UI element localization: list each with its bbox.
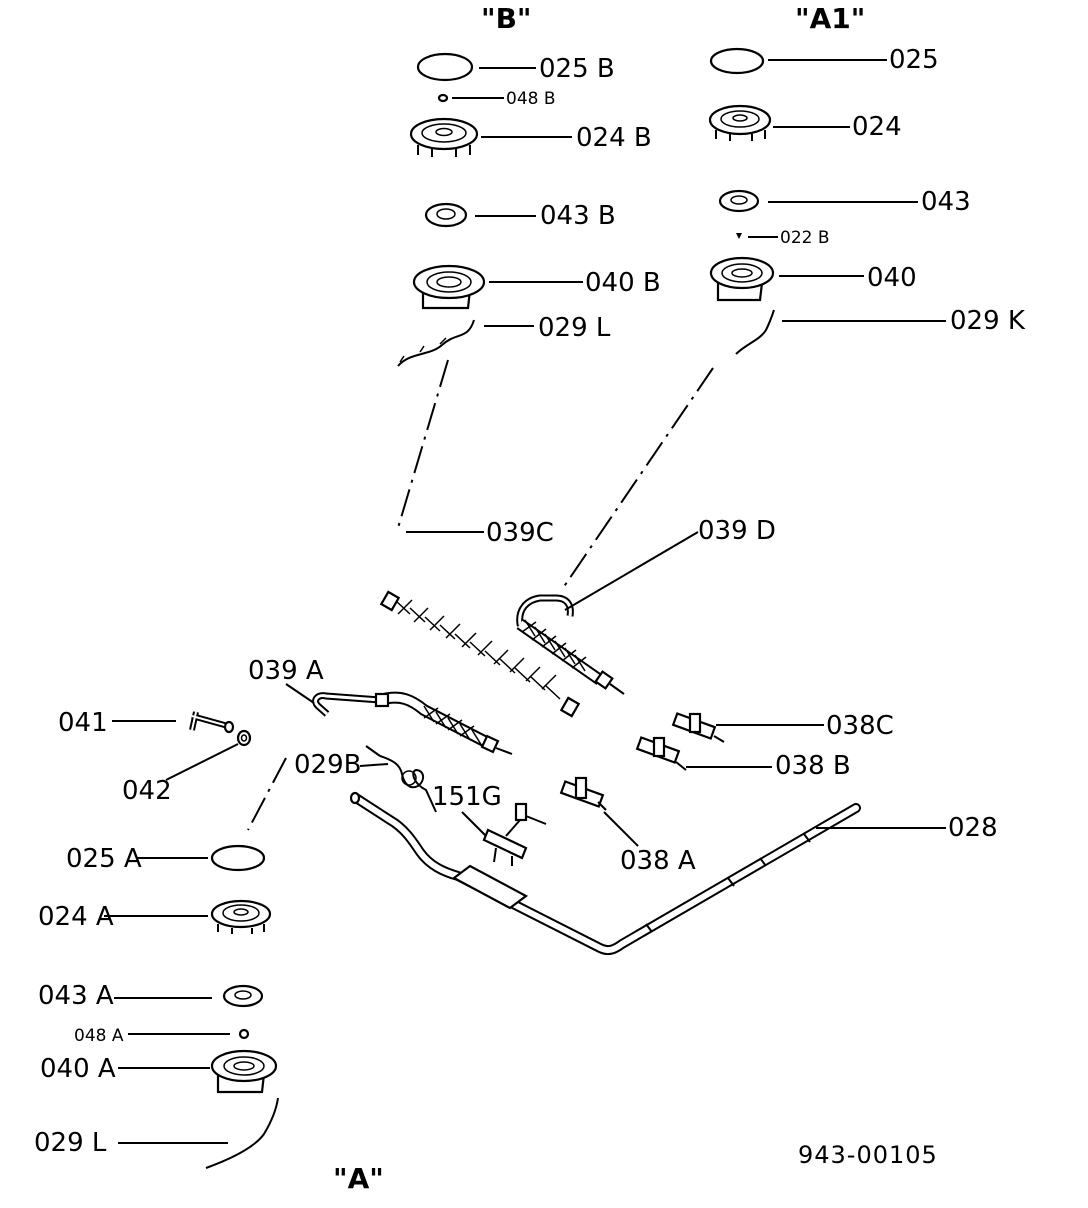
group-label-a: "A" — [333, 1162, 384, 1195]
flame-spreader-b — [424, 202, 468, 228]
thermocouple-a — [205, 1097, 279, 1169]
label-040-a1: 040 — [867, 263, 917, 293]
drawing-number: 943-00105 — [798, 1141, 938, 1169]
label-039a: 039 A — [248, 656, 324, 686]
burner-crown-a — [210, 899, 272, 934]
valve-038c — [671, 712, 725, 743]
burner-cap-a — [210, 844, 266, 872]
label-048-b: 048 B — [506, 89, 556, 109]
label-038b: 038 B — [775, 751, 851, 781]
valve-038a — [559, 776, 607, 811]
label-025-a1: 025 — [889, 45, 939, 75]
label-041: 041 — [58, 708, 108, 738]
label-043-a: 043 A — [38, 981, 114, 1011]
label-043-a1: 043 — [921, 187, 971, 217]
label-024-a: 024 A — [38, 902, 114, 932]
gas-pipe-039c — [337, 526, 582, 718]
label-029b: 029B — [294, 750, 361, 780]
group-label-b: "B" — [481, 2, 532, 35]
label-025-b: 025 B — [539, 54, 615, 84]
label-029-l-b: 029 L — [538, 313, 611, 343]
burner-cap-a1 — [709, 47, 765, 75]
burner-crown-a1 — [708, 104, 772, 141]
label-038c: 038C — [826, 711, 894, 741]
label-024-a1: 024 — [852, 112, 902, 142]
burner-base-a1 — [709, 256, 775, 302]
label-029-k: 029 K — [950, 306, 1026, 336]
gas-pipe-039a — [312, 691, 513, 755]
label-151g: 151G — [432, 782, 502, 812]
label-025-a: 025 A — [66, 844, 142, 874]
valve-038b — [635, 736, 687, 771]
thermocouple-b — [397, 319, 475, 367]
assembly-line-a1 — [562, 367, 714, 589]
group-label-a1: "A1" — [795, 2, 865, 35]
label-040-b: 040 B — [585, 268, 661, 298]
flame-spreader-a — [222, 984, 264, 1008]
screw-022-b — [736, 233, 742, 239]
screw-048-a — [238, 1028, 250, 1040]
burner-base-a — [210, 1049, 278, 1094]
label-029-l-a: 029 L — [34, 1128, 107, 1158]
thermocouple-029b — [365, 745, 437, 813]
ignition-151g — [482, 802, 547, 866]
label-028: 028 — [948, 813, 998, 843]
label-042: 042 — [122, 776, 172, 806]
label-040-a: 040 A — [40, 1054, 116, 1084]
label-039d: 039 D — [698, 516, 776, 546]
burner-cap-b — [416, 52, 474, 82]
screw-048-b — [437, 93, 449, 103]
burner-crown-b — [409, 117, 479, 157]
flame-spreader-a1 — [718, 189, 760, 213]
label-022-b: 022 B — [780, 228, 830, 248]
label-048-a: 048 A — [74, 1026, 124, 1046]
assembly-line-b — [397, 359, 449, 529]
nut-042 — [236, 729, 252, 747]
gas-pipe-039d — [516, 594, 625, 695]
label-039c: 039C — [486, 518, 554, 548]
burner-base-b — [412, 264, 486, 310]
label-038a: 038 A — [620, 846, 696, 876]
thermocouple-a1 — [735, 309, 775, 355]
label-024-b: 024 B — [576, 123, 652, 153]
label-043-b: 043 B — [540, 201, 616, 231]
injector-041 — [189, 711, 235, 734]
assembly-line-a — [247, 757, 287, 831]
gas-manifold-028 — [349, 791, 861, 956]
